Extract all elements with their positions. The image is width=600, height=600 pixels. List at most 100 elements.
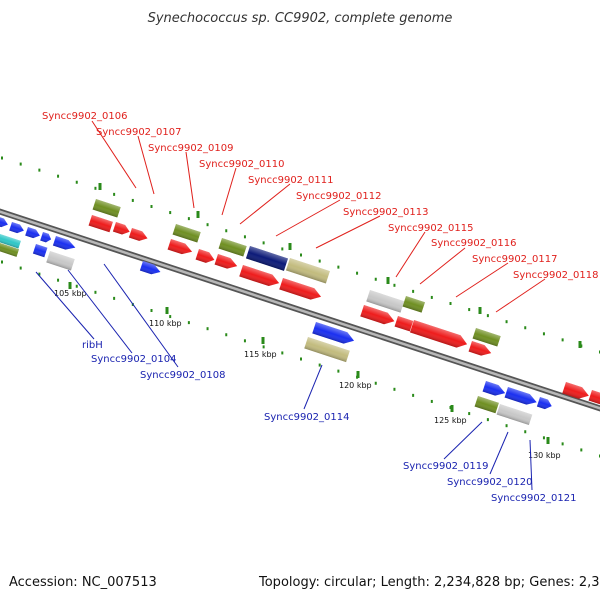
track-dot (19, 162, 22, 166)
track-dot (19, 266, 22, 270)
track-dot (580, 448, 583, 452)
gene-label[interactable]: Syncc9902_0116 (431, 238, 517, 249)
gene-arrow[interactable] (482, 381, 507, 398)
track-dot (169, 211, 172, 215)
track-dot (505, 424, 508, 428)
gene-arrow[interactable] (366, 290, 405, 313)
track-dot (468, 308, 471, 312)
track-dot (262, 241, 265, 245)
gene-arrow[interactable] (88, 215, 113, 233)
track-dot (337, 369, 340, 373)
gene-label[interactable]: Syncc9902_0114 (264, 412, 350, 423)
track-dot (187, 217, 190, 221)
gene-arrow[interactable] (285, 258, 330, 284)
gene-arrow[interactable] (394, 316, 414, 332)
track-dot (486, 418, 489, 422)
gene-arrow[interactable] (195, 249, 217, 265)
gene-arrow[interactable] (562, 382, 590, 402)
gene-arrow[interactable] (279, 278, 323, 302)
gene-arrow[interactable] (0, 243, 20, 257)
gene-arrow[interactable] (409, 320, 469, 350)
gene-label[interactable]: Syncc9902_0119 (403, 461, 489, 472)
gene-label[interactable]: Syncc9902_0120 (447, 477, 533, 488)
gene-arrow[interactable] (25, 227, 41, 240)
genome-backbone (0, 208, 600, 412)
gene-arrow[interactable] (304, 337, 350, 363)
gene-arrow[interactable] (167, 239, 194, 257)
track-dot (449, 302, 452, 305)
track-dot (561, 338, 564, 342)
track-dot (524, 326, 527, 330)
track-dot (412, 289, 415, 293)
track-dot (206, 223, 209, 227)
gene-arrow[interactable] (245, 246, 289, 271)
track-dot (542, 436, 545, 440)
track-dot (300, 357, 302, 361)
scale-tick (546, 437, 550, 444)
gene-arrow[interactable] (536, 397, 553, 411)
gene-label[interactable]: Syncc9902_0106 (42, 111, 128, 122)
track-dot (38, 168, 41, 172)
track-dot (430, 399, 433, 403)
gene-label[interactable]: Syncc9902_0118 (513, 270, 599, 281)
gene-arrow[interactable] (402, 296, 426, 313)
gene-arrow[interactable] (468, 341, 493, 358)
gene-arrow[interactable] (239, 265, 281, 289)
track-dot (486, 314, 489, 318)
track-dot (337, 265, 340, 269)
track-dot (75, 284, 78, 288)
gene-arrow[interactable] (9, 222, 25, 235)
gene-label[interactable]: Syncc9902_0121 (491, 493, 577, 504)
gene-arrow[interactable] (0, 216, 9, 229)
track-dot (57, 174, 60, 178)
gene-arrow[interactable] (360, 305, 396, 327)
gene-arrow[interactable] (139, 261, 162, 277)
label-leaders (35, 120, 546, 491)
gene-arrow[interactable] (32, 244, 48, 258)
track-dot (225, 229, 228, 233)
top-gene-labels: Syncc9902_0106 Syncc9902_0107 Syncc9902_… (42, 111, 599, 281)
scale-tick (98, 183, 102, 190)
map-title: Synechococcus sp. CC9902, complete genom… (148, 11, 453, 26)
gene-label[interactable]: ribH (82, 340, 103, 351)
track-dot (412, 393, 415, 397)
gene-arrow[interactable] (52, 236, 77, 252)
gene-arrow[interactable] (474, 396, 499, 414)
gene-arrow[interactable] (472, 328, 501, 347)
accession-text: Accession: NC_007513 (9, 575, 157, 590)
gene-arrow[interactable] (40, 232, 52, 244)
gene-label[interactable]: Syncc9902_0104 (91, 354, 177, 365)
gene-label[interactable]: Syncc9902_0111 (248, 175, 334, 186)
gene-arrow[interactable] (214, 254, 239, 271)
track-dot (131, 198, 134, 202)
gene-arrow[interactable] (504, 387, 539, 407)
gene-arrow[interactable] (128, 228, 149, 243)
scale-tick (196, 211, 200, 218)
gene-label[interactable]: Syncc9902_0115 (388, 223, 474, 234)
track-dot (206, 327, 209, 331)
gene-arrow[interactable] (112, 222, 131, 236)
gene-arrow[interactable] (92, 199, 121, 218)
scale-tick (478, 307, 482, 314)
track-dot (150, 205, 153, 208)
track-dot (150, 309, 153, 312)
track-dot (262, 345, 265, 349)
track-dot (393, 387, 396, 391)
scale-label: 120 kbp (339, 381, 372, 390)
gene-label[interactable]: Syncc9902_0109 (148, 143, 234, 154)
track-dot (300, 253, 302, 257)
track-dot (374, 381, 377, 385)
gene-arrow[interactable] (0, 234, 21, 249)
gene-label[interactable]: Syncc9902_0110 (199, 159, 285, 170)
gene-label[interactable]: Syncc9902_0117 (472, 254, 558, 265)
gene-label[interactable]: Syncc9902_0107 (96, 127, 182, 138)
gene-arrow[interactable] (46, 251, 75, 271)
gene-label[interactable]: Syncc9902_0113 (343, 207, 429, 218)
scale-tick (356, 371, 360, 378)
gene-label[interactable]: Syncc9902_0112 (296, 191, 382, 202)
gene-arrow[interactable] (312, 322, 356, 346)
gene-label[interactable]: Syncc9902_0108 (140, 370, 226, 381)
gene-arrow[interactable] (218, 238, 247, 257)
gene-arrow[interactable] (172, 224, 201, 243)
gene-arrow[interactable] (496, 404, 533, 426)
